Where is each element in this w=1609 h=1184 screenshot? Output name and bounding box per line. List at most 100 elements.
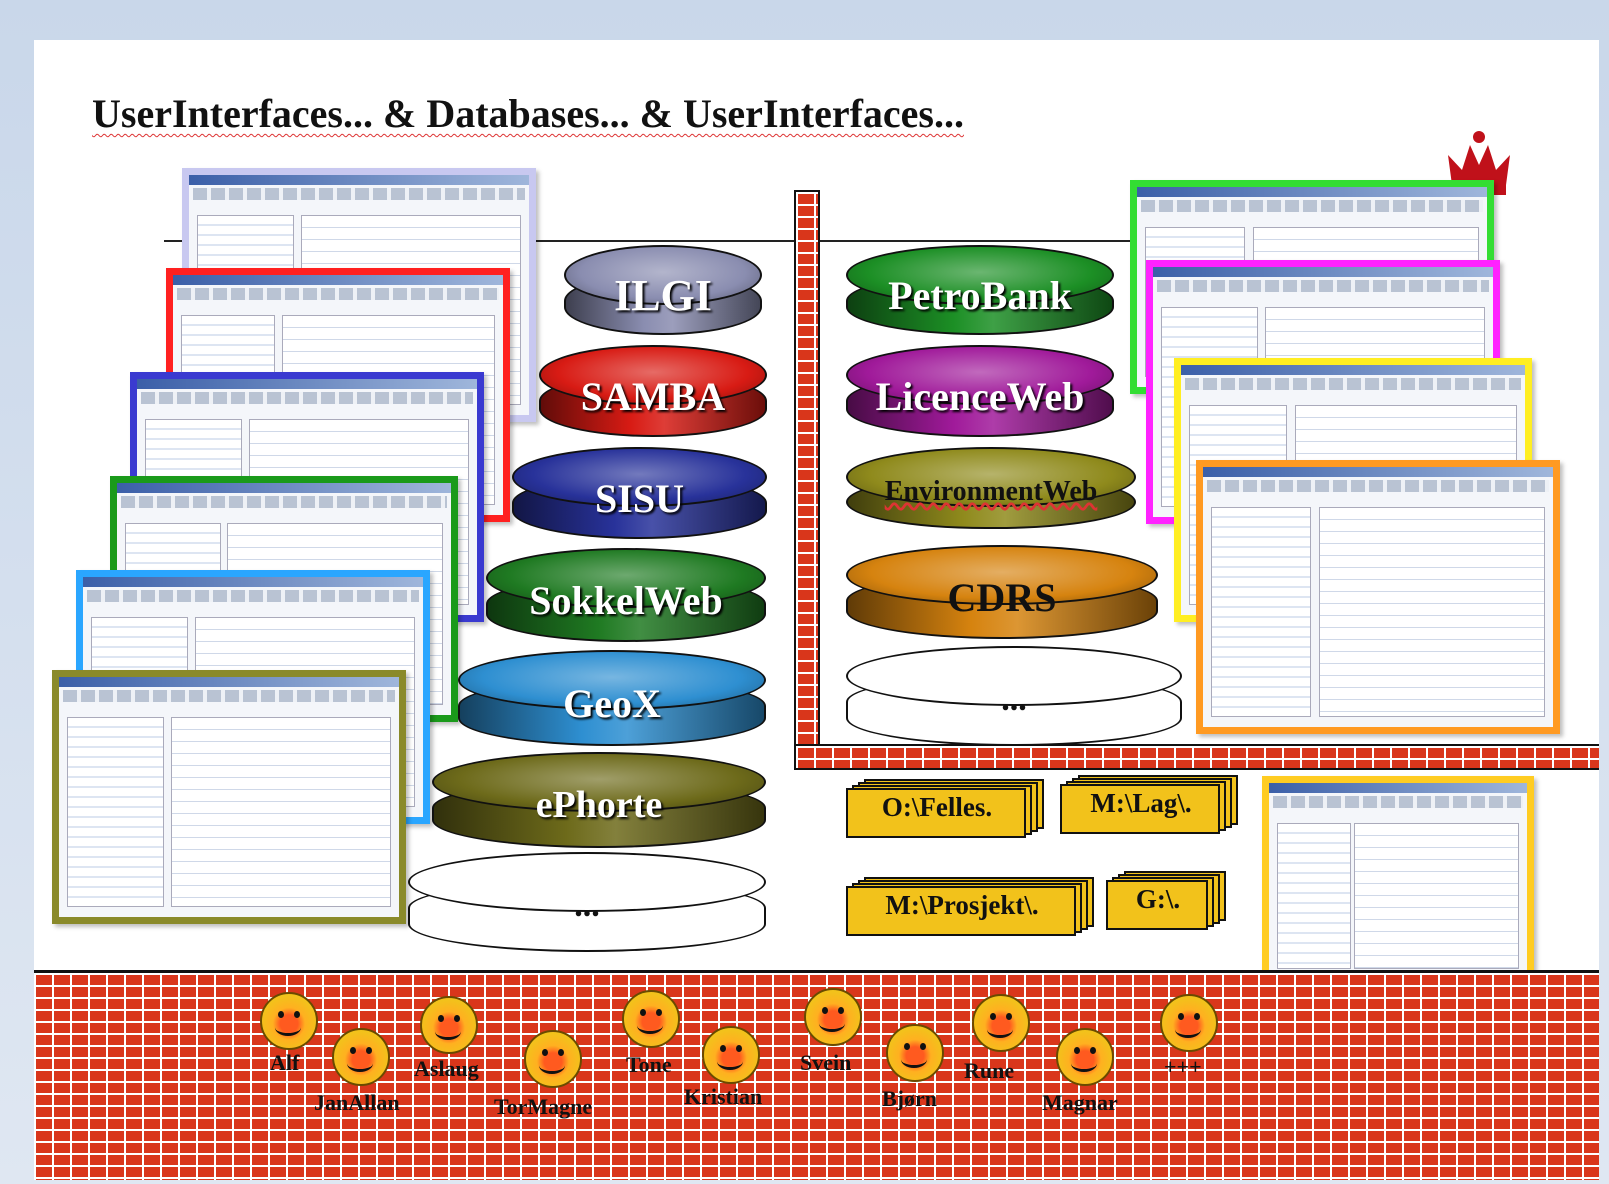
window-toolbar (193, 188, 525, 200)
smiley-eye (838, 1007, 844, 1014)
window-titlebar (189, 175, 529, 185)
left-database: SAMBA (539, 345, 767, 437)
window-content-pane (1318, 507, 1545, 717)
database-cylinder-top (846, 245, 1114, 305)
database-label: ... (1001, 681, 1027, 718)
smiley-eye (542, 1049, 548, 1056)
smiley-eye (558, 1049, 564, 1056)
smiley-face-icon (622, 990, 680, 1048)
file-share-folder: M:\Prosjekt\. (846, 877, 1096, 936)
database-cylinder-top (432, 752, 766, 812)
smiley-eye (920, 1043, 926, 1050)
window-toolbar (1157, 280, 1489, 292)
window-titlebar (117, 483, 451, 493)
folder-label: O:\Felles. (881, 792, 993, 822)
database-label: SokkelWeb (529, 578, 723, 623)
left-database: ePhorte (432, 752, 766, 848)
person-name: Bjørn (882, 1086, 937, 1111)
right-database: EnvironmentWeb (846, 447, 1136, 529)
database-label: CDRS (947, 575, 1057, 620)
smiley-eye (278, 1011, 284, 1018)
right-database: PetroBank (846, 245, 1114, 335)
folder-label: M:\Lag\. (1090, 788, 1192, 818)
smiley-face-icon (1160, 994, 1218, 1052)
folder-layer (1060, 784, 1220, 834)
smiley-mouth (819, 1015, 845, 1032)
folder-layer (846, 788, 1026, 838)
smiley-eye (1074, 1047, 1080, 1054)
smiley-face-icon (332, 1028, 390, 1086)
left-database: ILGI (564, 245, 762, 335)
smiley-eye (366, 1047, 372, 1054)
window-content-pane (1354, 823, 1519, 969)
right-database: LicenceWeb (846, 345, 1114, 437)
database-label: LicenceWeb (875, 374, 1085, 419)
smiley-mouth (539, 1057, 565, 1074)
right-database: ... (846, 646, 1182, 746)
database-cylinder-top (512, 447, 767, 507)
window-content-pane (171, 717, 391, 907)
smiley-face-icon (886, 1024, 944, 1082)
database-label: SISU (595, 476, 684, 521)
window-tree-pane (1211, 507, 1311, 717)
smiley-eye (990, 1013, 996, 1020)
database-label: GeoX (563, 681, 661, 726)
smiley-face-icon (972, 994, 1030, 1052)
database-label: ILGI (614, 271, 712, 320)
window-toolbar (121, 496, 447, 508)
smiley-face-icon (1056, 1028, 1114, 1086)
person-name: JanAllan (314, 1090, 400, 1115)
database-cylinder-top (408, 852, 766, 912)
window-tree-pane (67, 717, 165, 907)
folder-label: M:\Prosjekt\. (885, 890, 1039, 920)
smiley-face-icon (702, 1026, 760, 1084)
smiley-eye (454, 1015, 460, 1022)
folder-layer (846, 886, 1076, 936)
smiley-eye (1194, 1013, 1200, 1020)
smiley-eye (904, 1043, 910, 1050)
firewall-horizontal (794, 744, 1599, 770)
window-titlebar (173, 275, 503, 285)
right-database: CDRS (846, 545, 1158, 639)
divider-line (164, 240, 1204, 242)
smiley-mouth (637, 1017, 663, 1034)
window-titlebar (83, 577, 423, 587)
database-cylinder-top (846, 646, 1182, 706)
person-name: Magnar (1042, 1090, 1118, 1115)
left-database: SISU (512, 447, 767, 539)
database-label: ... (574, 887, 600, 924)
left-database: ... (408, 852, 766, 952)
smiley-eye (640, 1009, 646, 1016)
smiley-face-icon (260, 992, 318, 1050)
person-name: Tone (626, 1052, 672, 1077)
smiley-eye (350, 1047, 356, 1054)
smiley-eye (1178, 1013, 1184, 1020)
database-label: EnvironmentWeb (884, 476, 1098, 507)
smiley-face-icon (524, 1030, 582, 1088)
folder-label: G:\. (1135, 884, 1181, 914)
database-cylinder-top (846, 545, 1158, 605)
person-name: TorMagne (494, 1094, 593, 1119)
smiley-mouth (901, 1051, 927, 1068)
person-name: Alf (270, 1050, 300, 1075)
left-database: GeoX (458, 650, 766, 746)
person-name: Aslaug (414, 1056, 479, 1081)
database-cylinder-top (564, 245, 762, 305)
smiley-eye (1006, 1013, 1012, 1020)
window-toolbar (177, 288, 499, 300)
left-database: SokkelWeb (486, 548, 766, 642)
smiley-eye (736, 1045, 742, 1052)
database-label: PetroBank (888, 273, 1072, 318)
window-toolbar (1185, 378, 1521, 390)
window-titlebar (1153, 267, 1493, 277)
smiley-eye (822, 1007, 828, 1014)
smiley-mouth (987, 1021, 1013, 1038)
smiley-eye (720, 1045, 726, 1052)
window-titlebar (137, 379, 477, 389)
slide-title: UserInterfaces... & Databases... & UserI… (92, 91, 964, 136)
slide: UserInterfaces... & Databases... & UserI… (34, 40, 1599, 1180)
file-share-folder: M:\Lag\. (1060, 775, 1240, 834)
window-toolbar (1207, 480, 1549, 492)
person-name: +++ (1164, 1054, 1202, 1079)
smiley-eye (438, 1015, 444, 1022)
